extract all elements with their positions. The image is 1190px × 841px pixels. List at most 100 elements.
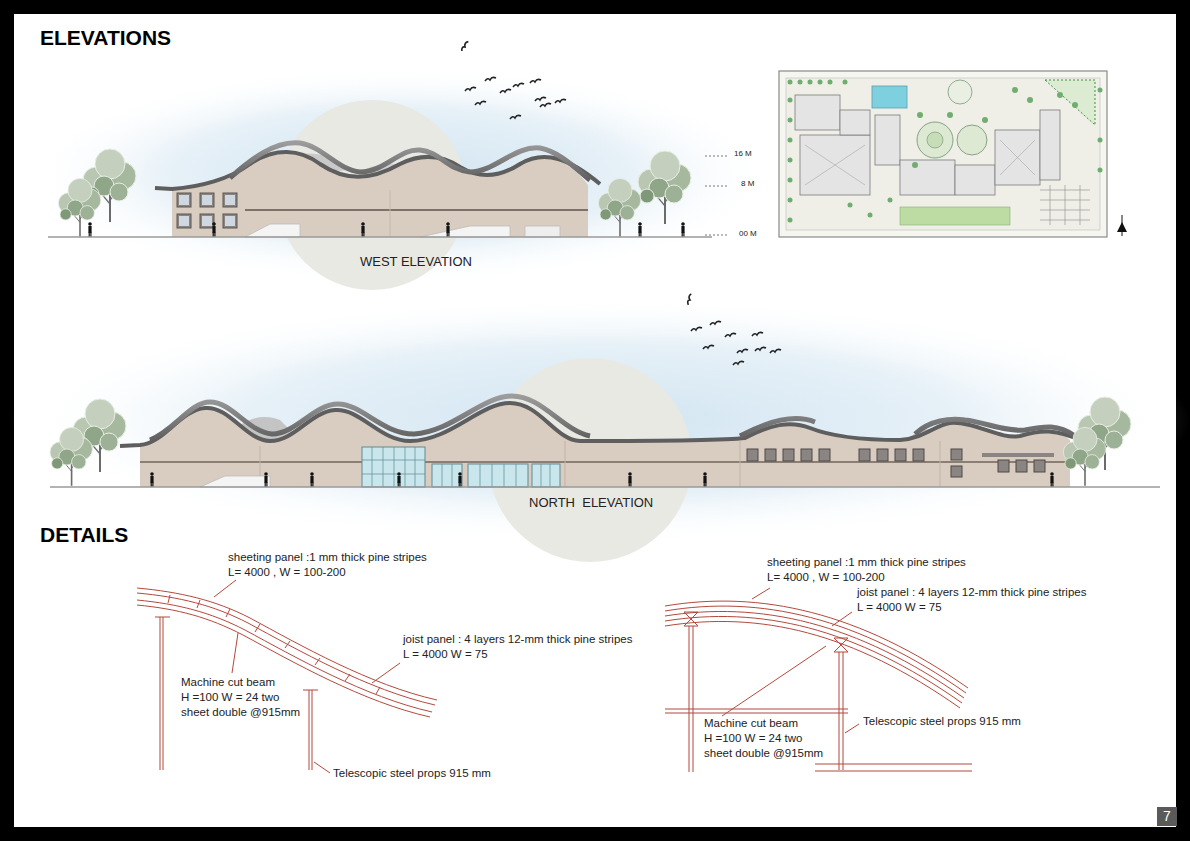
drawing-line (1000, 140, 1035, 175)
drawing-rect (179, 216, 189, 226)
drawing-circle (912, 162, 918, 168)
drawing-rect (859, 449, 870, 461)
drawing-use (685, 293, 694, 304)
drawing-circle (788, 138, 793, 143)
drawing-use (459, 41, 470, 51)
drawing-use (397, 472, 401, 487)
drawing-use (628, 472, 632, 487)
drawing-use (638, 222, 642, 237)
drawing-line (394, 447, 395, 487)
drawing-title: WEST ELEVATION (360, 254, 472, 270)
drawing-use (310, 472, 314, 487)
drawing-path (120, 403, 1085, 446)
drawing-circle (788, 218, 793, 223)
drawing-circle (1098, 168, 1103, 173)
drawing-circle (1072, 102, 1078, 108)
height-mark: 16 M (734, 149, 752, 159)
drawing-circle (788, 98, 793, 103)
detail-note: joist panel : 4 layers 12-mm thick pine … (403, 633, 632, 647)
drawing-circle (948, 80, 972, 104)
drawing-use (752, 332, 763, 336)
drawing-circle (1098, 88, 1103, 93)
drawing-circle (927, 132, 943, 148)
drawing-path (684, 612, 698, 626)
drawing-rect (177, 193, 191, 207)
drawing-rect (951, 466, 962, 477)
drawing-line (752, 588, 770, 599)
drawing-circle (828, 80, 833, 85)
drawing-rect (747, 449, 758, 461)
drawing-line (197, 600, 200, 608)
drawing-line (376, 687, 380, 694)
sheet-heading: DETAILS (40, 522, 128, 547)
drawing-line (48, 236, 712, 238)
drawing-circle (1012, 87, 1018, 93)
drawing-rect (982, 453, 1054, 457)
drawing-path (230, 143, 590, 180)
drawing-circle (848, 203, 853, 208)
drawing-circle (798, 80, 803, 85)
drawing-line (362, 474, 425, 475)
drawing-circle (868, 213, 873, 218)
detail-note: H =100 W = 24 two (181, 691, 279, 705)
drawing-line (805, 145, 865, 185)
drawing-rect (872, 86, 907, 108)
drawing-g (1040, 185, 1090, 225)
drawing-use (510, 115, 521, 119)
drawing-line (722, 646, 826, 716)
drawing-g (685, 293, 781, 365)
detail-note: sheeting panel :1 mm thick pine stripes (767, 556, 966, 570)
drawing-line (705, 186, 728, 187)
drawing-line (314, 762, 330, 773)
drawing-use (446, 222, 450, 237)
drawing-use (755, 347, 766, 351)
drawing-use (540, 103, 551, 107)
drawing-use (212, 222, 216, 237)
drawing-g (665, 588, 972, 772)
drawing-line (383, 447, 384, 487)
drawing-line (480, 464, 481, 487)
drawing-rect (783, 449, 794, 461)
drawing-circle (818, 80, 823, 85)
drawing-use (530, 79, 541, 83)
drawing-line (372, 663, 400, 683)
drawing-rect (801, 449, 812, 461)
drawing-use (458, 472, 462, 487)
drawing-circle (982, 117, 988, 123)
detail-note: L = 4000 W = 75 (403, 648, 488, 662)
drawing-path (834, 638, 848, 652)
drawing-line (372, 447, 373, 487)
drawing-rect (225, 216, 235, 226)
drawing-line (705, 156, 728, 157)
drawing-rect (765, 449, 776, 461)
drawing-path (200, 476, 270, 487)
drawing-line (345, 674, 350, 681)
drawing-use (638, 151, 691, 224)
drawing-rect (223, 193, 237, 207)
drawing-circle (1057, 92, 1063, 98)
drawing-line (740, 441, 741, 487)
drawing-path (665, 611, 964, 698)
drawing-path (689, 626, 693, 772)
drawing-circle (957, 125, 987, 155)
drawing-use (725, 333, 736, 337)
drawing-line (1050, 185, 1051, 225)
drawing-rect (895, 449, 906, 461)
drawing-rect (955, 165, 995, 195)
drawing-use (1063, 427, 1105, 485)
drawing-use (50, 427, 92, 485)
drawing-g (177, 193, 237, 228)
drawing-use (1050, 472, 1054, 487)
drawing-line (832, 612, 852, 626)
drawing-line (214, 580, 236, 597)
drawing-rect (795, 95, 840, 130)
drawing-line (1000, 140, 1035, 175)
drawing-rect (786, 78, 1100, 230)
drawing-rect (1040, 110, 1060, 180)
drawing-g (168, 595, 380, 694)
drawing-rect (913, 449, 924, 461)
page-number: 7 (1157, 807, 1177, 826)
sheet-heading: ELEVATIONS (40, 25, 171, 50)
drawing-rect (432, 464, 462, 487)
